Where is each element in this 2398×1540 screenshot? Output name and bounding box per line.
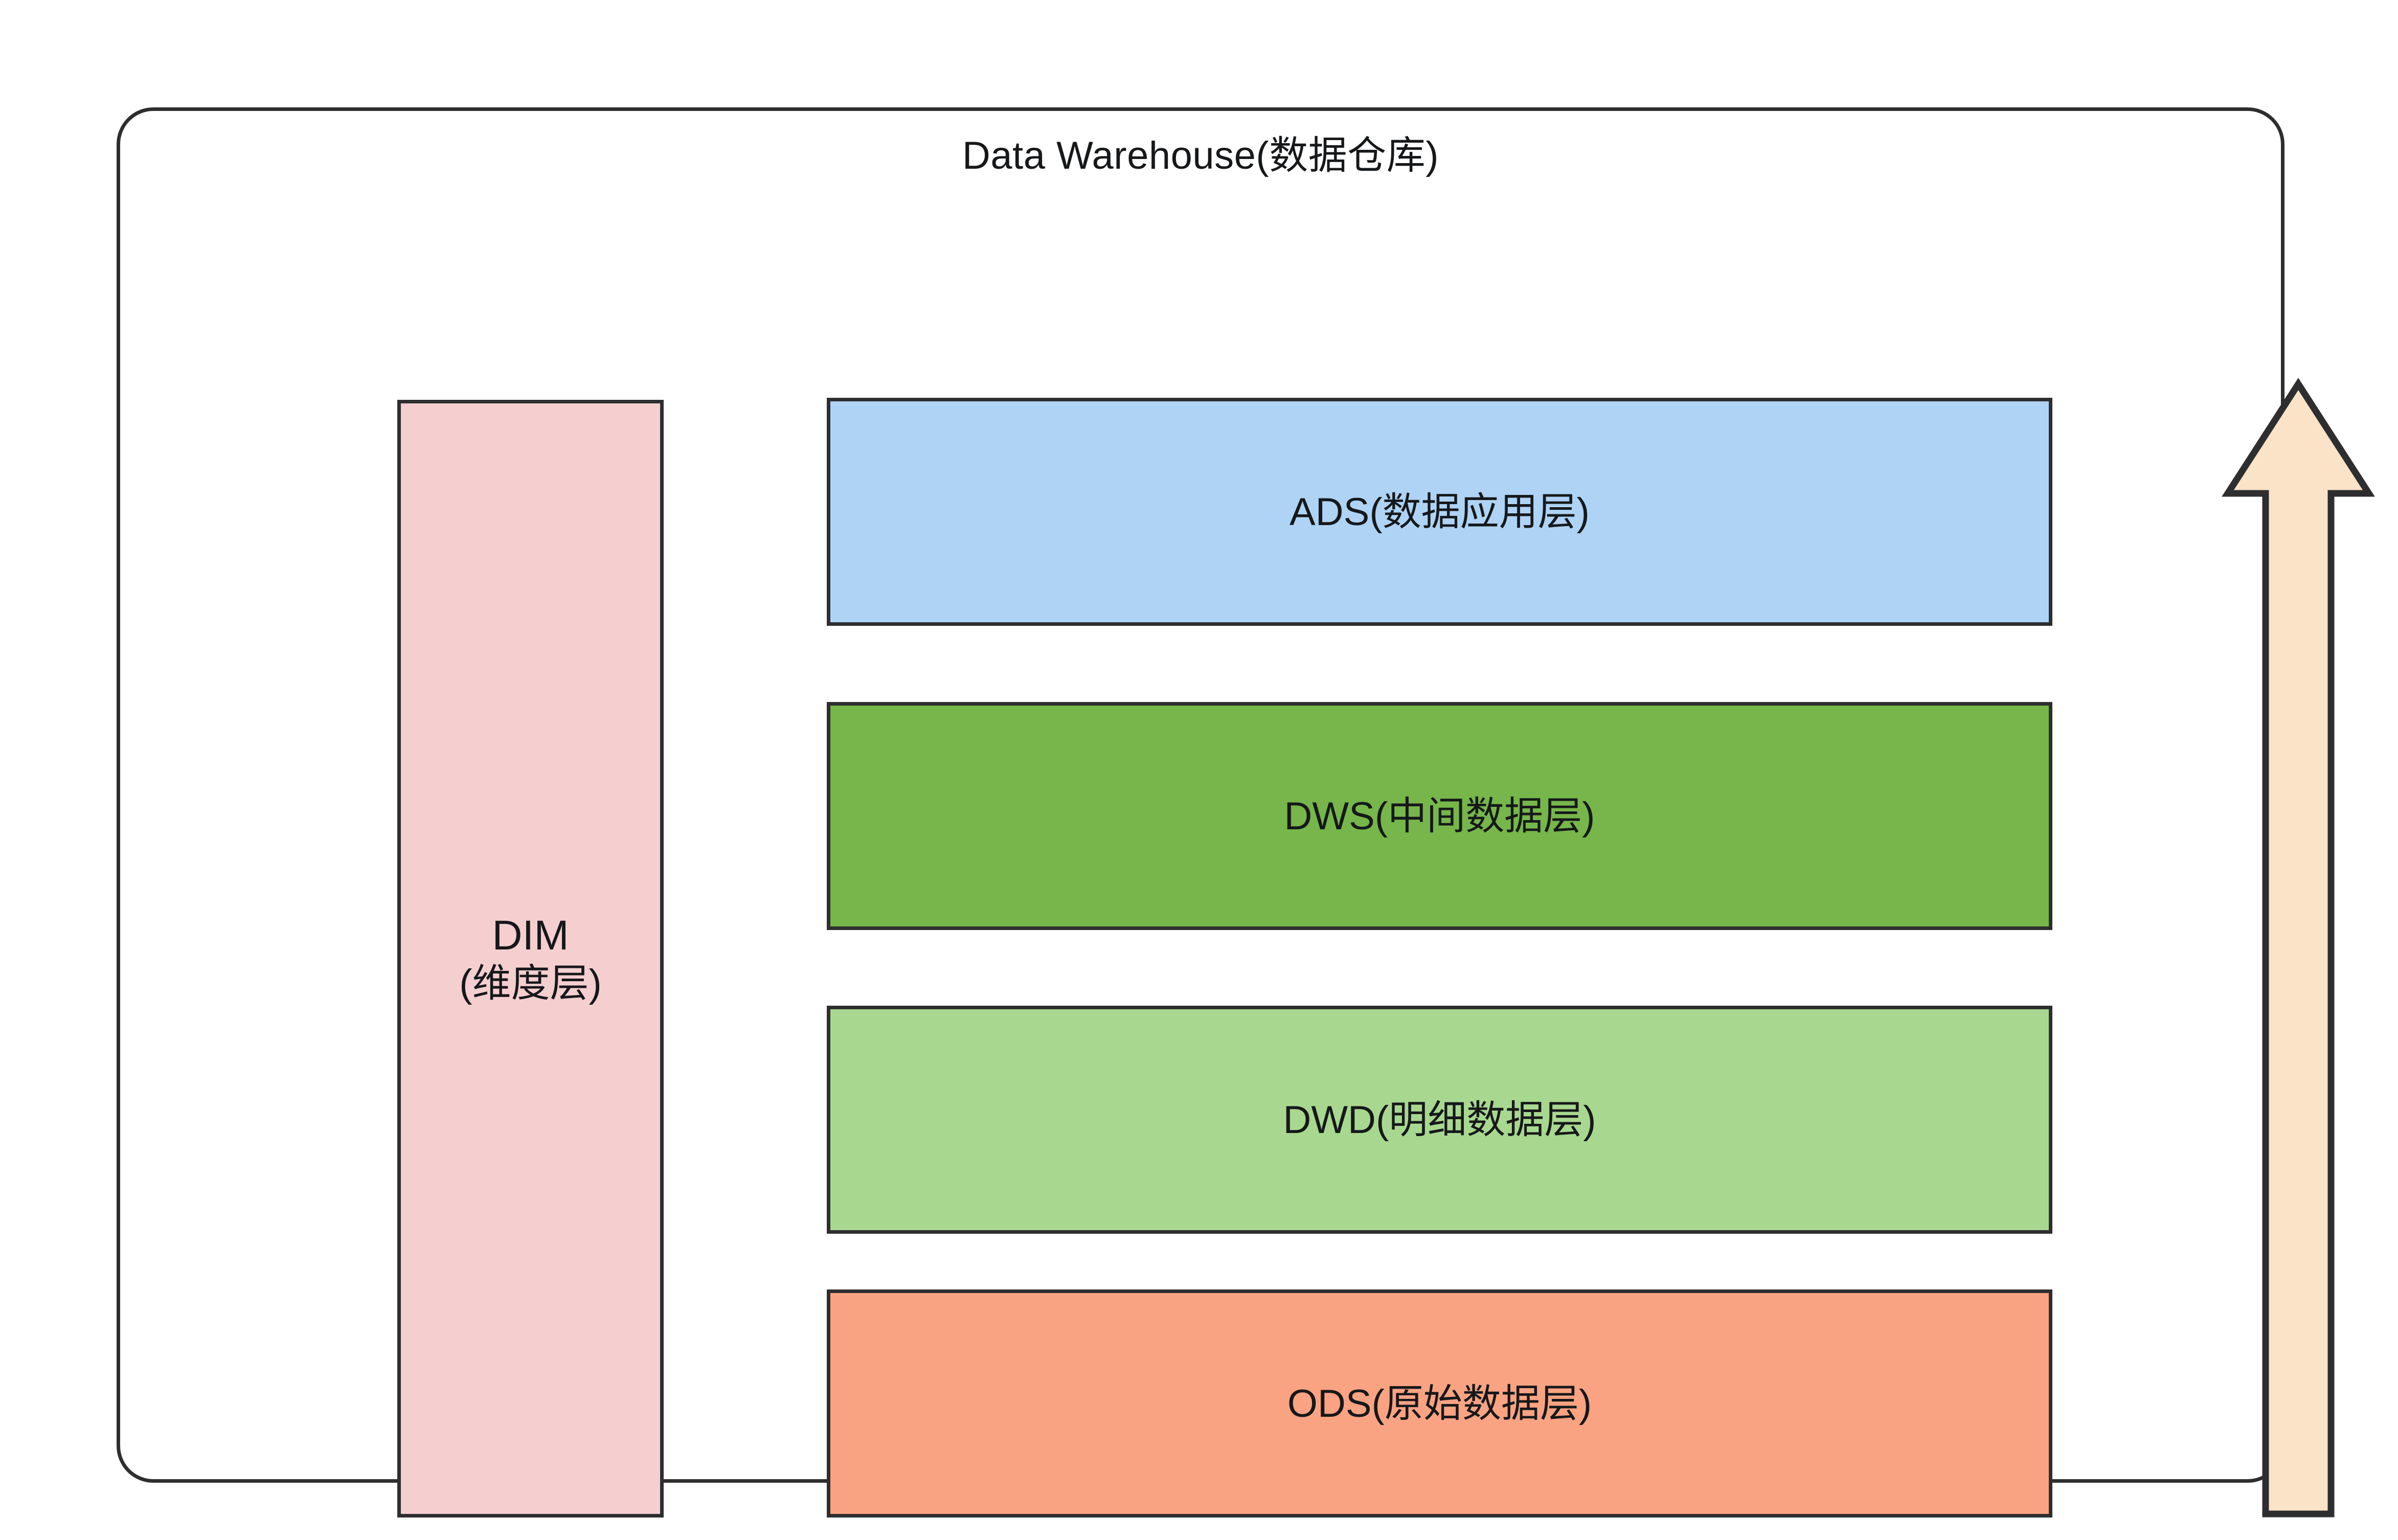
ods-layer-label: ODS(原始数据层): [1287, 1382, 1592, 1425]
dwd-layer-box[interactable]: DWD(明细数据层): [827, 1006, 2052, 1234]
upward-flow-arrow: [2222, 376, 2375, 1521]
ads-layer-label: ADS(数据应用层): [1290, 490, 1590, 534]
up-arrow-shape: [2222, 378, 2375, 1518]
data-warehouse-container: Data Warehouse(数据仓库) DIM (维度层) ADS(数据应用层…: [117, 107, 2375, 1518]
ads-layer-box[interactable]: ADS(数据应用层): [827, 398, 2052, 626]
dwd-layer-label: DWD(明细数据层): [1283, 1098, 1596, 1142]
dws-layer-label: DWS(中间数据层): [1284, 794, 1595, 838]
ods-layer-box[interactable]: ODS(原始数据层): [827, 1289, 2052, 1518]
diagram-title: Data Warehouse(数据仓库): [962, 134, 1439, 177]
dim-layer-box[interactable]: DIM (维度层): [397, 400, 664, 1518]
up-arrow-icon: [2222, 378, 2375, 1518]
dws-layer-box[interactable]: DWS(中间数据层): [827, 702, 2052, 930]
dim-layer-code: DIM: [492, 912, 569, 959]
dim-layer-name: (维度层): [459, 961, 602, 1005]
